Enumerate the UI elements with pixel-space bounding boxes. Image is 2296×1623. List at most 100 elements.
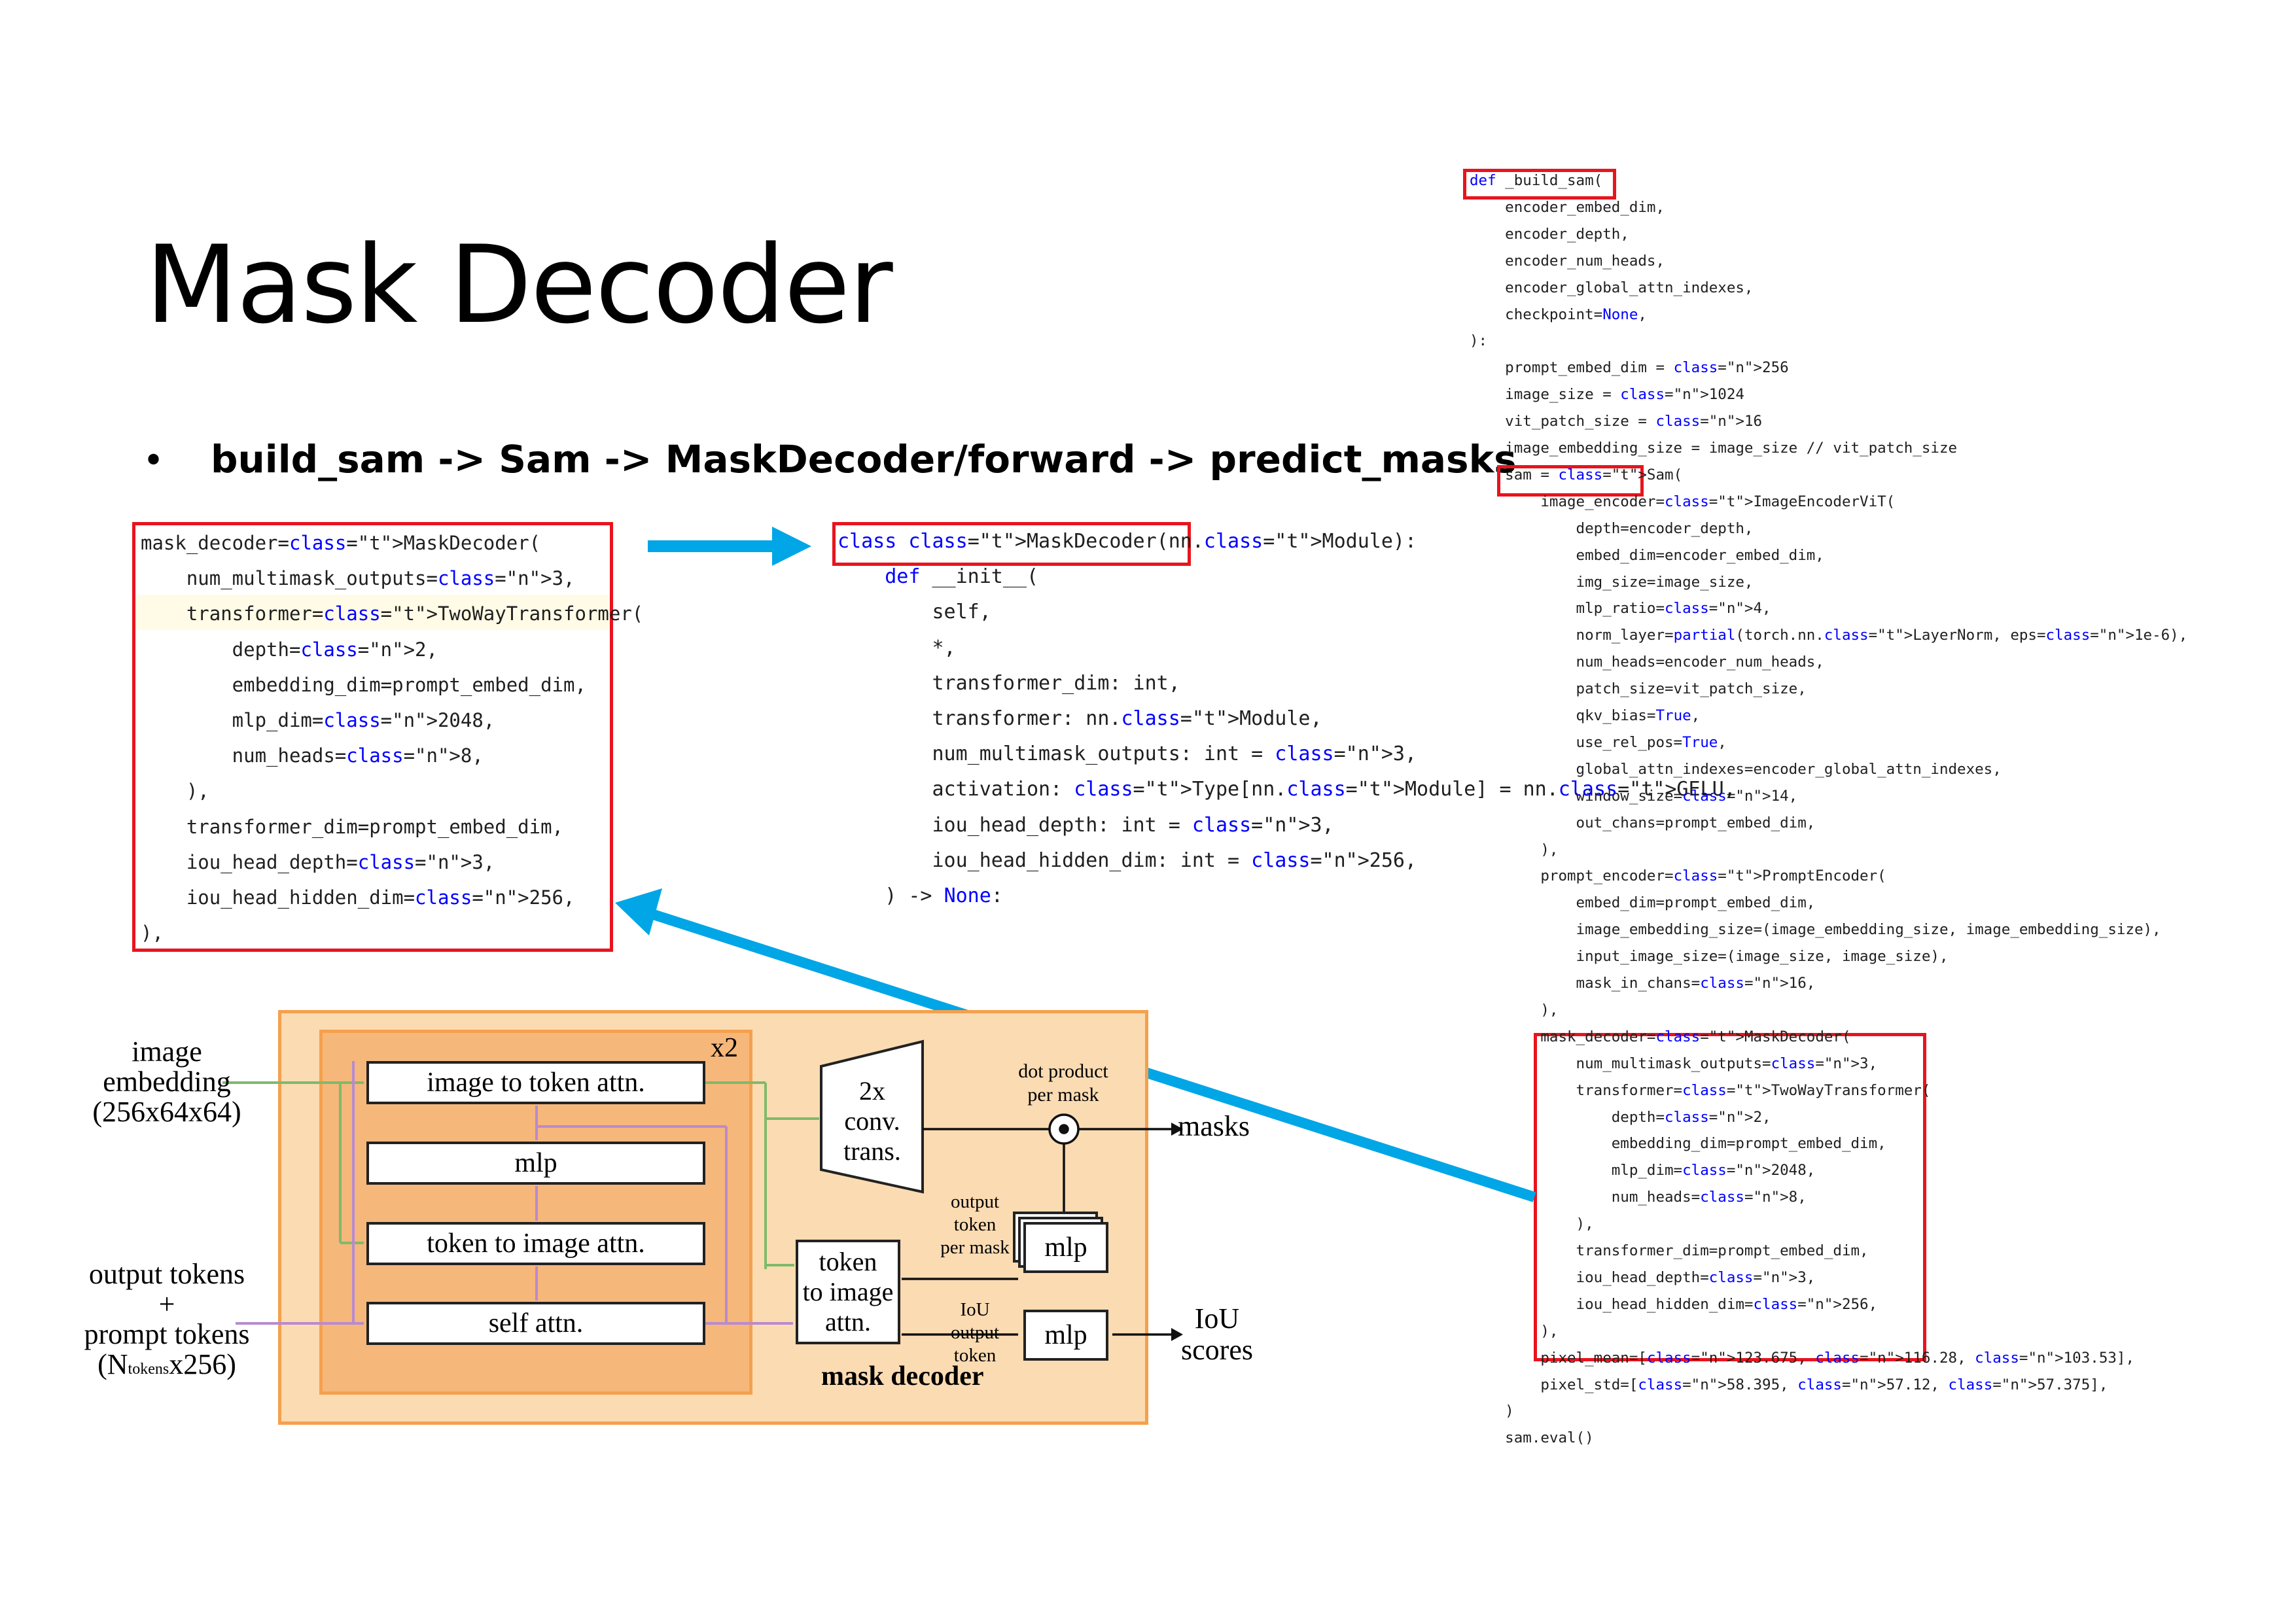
conv-trans-label: 2x conv. trans.	[843, 1076, 901, 1166]
mask-decoder-caption: mask decoder	[821, 1361, 984, 1391]
code-line: )	[1470, 1403, 1514, 1420]
plus-text: +	[158, 1288, 175, 1320]
code-line: ):	[1470, 332, 1488, 350]
bullet-text: build_sam -> Sam -> MaskDecoder/forward …	[211, 437, 1517, 481]
code-line: encoder_embed_dim,	[1470, 198, 1665, 216]
build-sam-code: def _build_sam( encoder_embed_dim, encod…	[1459, 167, 2277, 1475]
class-highlight-box	[832, 522, 1191, 566]
code-line: prompt_encoder=class="t">PromptEncoder(	[1470, 867, 1886, 885]
code-line: embedding_dim=prompt_embed_dim,	[141, 673, 586, 696]
output-tokens-text: output tokens	[88, 1258, 245, 1290]
code-line: depth=class="n">2,	[1470, 1108, 1771, 1126]
code-line: depth=encoder_depth,	[1470, 519, 1754, 537]
code-line: patch_size=vit_patch_size,	[1470, 680, 1807, 698]
code-line: ),	[1470, 841, 1559, 858]
code-line: num_multimask_outputs: int = class="n">3…	[838, 742, 1417, 766]
code-line: image_encoder=class="t">ImageEncoderViT(	[1470, 493, 1896, 510]
bullet-marker: •	[143, 440, 165, 482]
code-line: self,	[838, 601, 991, 624]
code-line: pixel_mean=[class="n">123.675, class="n"…	[1470, 1349, 2135, 1367]
mlp-mask-box: mlp	[1023, 1222, 1108, 1273]
code-line: out_chans=prompt_embed_dim,	[1470, 814, 1816, 831]
output-token-per-mask-label: output token per mask	[940, 1191, 1010, 1258]
code-line: num_heads=class="n">8,	[1470, 1189, 1807, 1206]
code-line: sam.eval()	[1470, 1429, 1594, 1447]
code-line: mask_decoder=class="t">MaskDecoder(	[1470, 1028, 1851, 1045]
mlp-block: mlp	[366, 1142, 705, 1185]
code-line: num_heads=class="n">8,	[141, 744, 484, 767]
mask-decoder-highlight-box	[1534, 1033, 1926, 1361]
masks-output-label: masks	[1178, 1110, 1250, 1142]
highlighted-line	[135, 595, 610, 630]
iou-output-token-label: IoU output token	[950, 1299, 1000, 1366]
code-line: mlp_ratio=class="n">4,	[1470, 600, 1771, 618]
code-line: input_image_size=(image_size, image_size…	[1470, 948, 1949, 966]
dot-product-label: dot product per mask	[1018, 1060, 1108, 1106]
output-tokens-input-label: output tokens + prompt tokens (Ntokensx2…	[65, 1259, 268, 1384]
self-attn-block: self attn.	[366, 1302, 705, 1345]
code-line: pixel_std=[class="n">58.395, class="n">5…	[1470, 1376, 2108, 1393]
code-line: ),	[141, 780, 209, 803]
code-line: mask_decoder=class="t">MaskDecoder(	[141, 532, 541, 554]
code-line: num_heads=encoder_num_heads,	[1470, 654, 1824, 671]
token-shape-text: (Ntokensx256)	[65, 1350, 268, 1384]
code-line: def _build_sam(	[1470, 172, 1603, 189]
code-line: norm_layer=partial(torch.nn.class="t">La…	[1470, 627, 2188, 644]
code-line: ),	[1470, 1322, 1559, 1340]
code-line: mlp_dim=class="n">2048,	[1470, 1162, 1816, 1179]
code-line: mlp_dim=class="n">2048,	[141, 709, 495, 731]
code-line: iou_head_depth: int = class="n">3,	[838, 813, 1334, 837]
code-line: vit_patch_size = class="n">16	[1470, 413, 1763, 430]
code-line: qkv_bias=True,	[1470, 707, 1701, 724]
code-line: window_size=class="n">14,	[1470, 787, 1798, 805]
diagram-connectors	[222, 1039, 1183, 1341]
code-line: def __init__(	[885, 565, 1039, 589]
code-line: transformer_dim=prompt_embed_dim,	[141, 815, 564, 838]
iou-scores-label: IoU scores	[1181, 1302, 1253, 1366]
code-line: embed_dim=encoder_embed_dim,	[1470, 546, 1824, 564]
code-line: sam = class="t">Sam(	[1470, 466, 1683, 483]
mlp-iou-box: mlp	[1023, 1310, 1108, 1361]
code-line: image_embedding_size=(image_embedding_si…	[1470, 921, 2161, 939]
code-line: depth=class="n">2,	[141, 638, 438, 661]
token-shape-suffix: x256)	[169, 1348, 236, 1380]
code-line: iou_head_hidden_dim: int = class="n">256…	[838, 848, 1417, 872]
prompt-tokens-text: prompt tokens	[84, 1318, 250, 1350]
code-line: iou_head_hidden_dim=class="n">256,	[141, 886, 575, 909]
code-line: transformer_dim: int,	[838, 671, 1180, 695]
image-embedding-input-label: image embedding (256x64x64)	[92, 1036, 241, 1128]
build-sam-highlight-box	[1463, 169, 1616, 200]
code-line: ) -> None:	[838, 884, 1003, 907]
image-to-token-attn-block: image to token attn.	[366, 1061, 705, 1104]
code-line: use_rel_pos=True,	[1470, 733, 1727, 751]
code-line: class class="t">MaskDecoder(nn.class="t"…	[838, 530, 1417, 553]
code-line: prompt_embed_dim = class="n">256	[1470, 359, 1789, 377]
code-line: img_size=image_size,	[1470, 573, 1754, 591]
code-line: *,	[838, 636, 956, 659]
token-shape-prefix: (N	[97, 1348, 128, 1380]
code-line: transformer_dim=prompt_embed_dim,	[1470, 1242, 1869, 1259]
code-line: ),	[141, 922, 164, 945]
mask-decoder-diagram: x2 image to token attn. mlp token to ima…	[0, 1001, 1309, 1446]
code-line: transformer: nn.class="t">Module,	[838, 707, 1322, 730]
code-line: activation: class="t">Type[nn.class="t">…	[838, 778, 1736, 801]
code-line: iou_head_hidden_dim=class="n">256,	[1470, 1295, 1878, 1313]
code-line: embed_dim=prompt_embed_dim,	[1470, 894, 1816, 912]
mask-decoder-class-code: class class="t">MaskDecoder(nn.class="t"…	[826, 523, 1736, 929]
code-line: num_multimask_outputs=class="n">3,	[141, 567, 575, 590]
code-line: checkpoint=None,	[1470, 305, 1647, 323]
code-line: ),	[1470, 1001, 1559, 1019]
code-line: num_multimask_outputs=class="n">3,	[1470, 1055, 1878, 1072]
code-line: mask_in_chans=class="n">16,	[1470, 975, 1816, 992]
sam-highlight-box	[1497, 465, 1644, 497]
page-title: Mask Decoder	[145, 222, 893, 347]
code-line: encoder_num_heads,	[1470, 252, 1665, 270]
token-to-image-attn-block: token to image attn.	[366, 1222, 705, 1265]
code-line: encoder_depth,	[1470, 225, 1629, 243]
code-line: transformer=class="t">TwoWayTransformer(	[1470, 1081, 1931, 1099]
mask-decoder-call-code: mask_decoder=class="t">MaskDecoder( num_…	[132, 522, 643, 952]
code-line: iou_head_depth=class="n">3,	[1470, 1268, 1816, 1286]
code-line: transformer=class="t">TwoWayTransformer(	[141, 602, 644, 625]
code-line: iou_head_depth=class="n">3,	[141, 850, 495, 873]
code-line: ),	[1470, 1215, 1594, 1233]
